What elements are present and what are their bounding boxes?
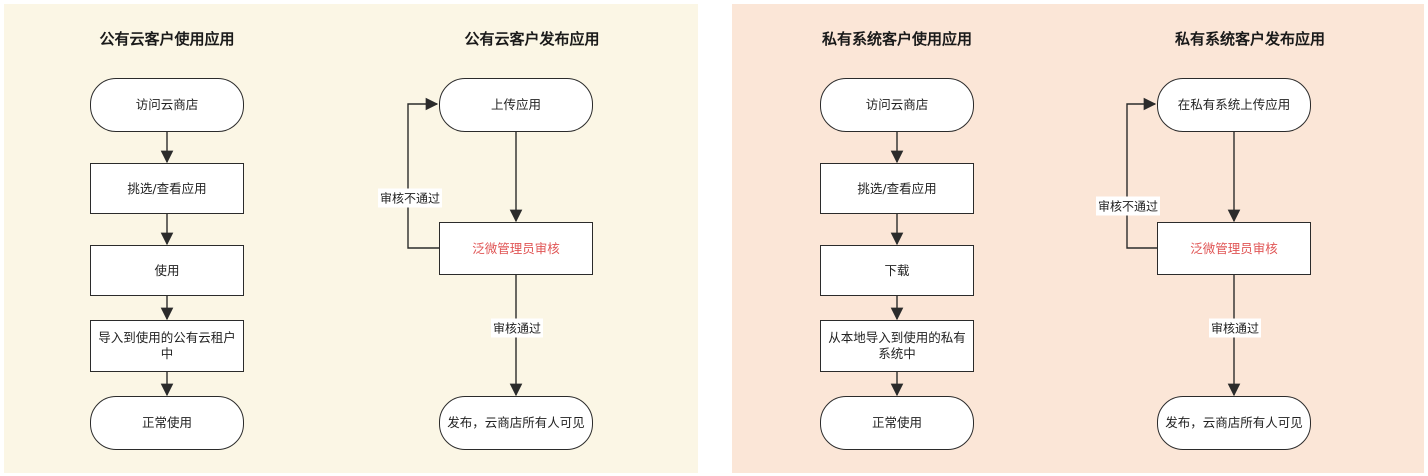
priv-publish-upload: 在私有系统上传应用 — [1157, 78, 1311, 132]
pub-use-step-visit-store: 访问云商店 — [90, 78, 244, 132]
priv-use-step-normal-use: 正常使用 — [820, 396, 974, 450]
private-use-title: 私有系统客户使用应用 — [821, 30, 973, 48]
pub-publish-upload: 上传应用 — [439, 78, 593, 132]
priv-publish-release: 发布，云商店所有人可见 — [1157, 396, 1311, 450]
pub-use-step-import: 导入到使用的公有云租户中 — [90, 320, 244, 372]
private-publish-title: 私有系统客户发布应用 — [1174, 30, 1326, 48]
pub-reject-label: 审核不通过 — [377, 188, 443, 208]
pub-publish-review: 泛微管理员审核 — [439, 222, 593, 275]
priv-pass-label: 审核通过 — [1208, 318, 1262, 338]
pub-pass-label: 审核通过 — [490, 318, 544, 338]
priv-publish-review: 泛微管理员审核 — [1157, 222, 1311, 275]
public-use-title: 公有云客户使用应用 — [99, 30, 235, 48]
pub-use-step-normal-use: 正常使用 — [90, 396, 244, 450]
pub-publish-release: 发布，云商店所有人可见 — [439, 396, 593, 450]
pub-use-step-browse: 挑选/查看应用 — [90, 163, 244, 214]
priv-use-step-download: 下载 — [820, 245, 974, 296]
priv-use-step-visit-store: 访问云商店 — [820, 78, 974, 132]
priv-use-step-browse: 挑选/查看应用 — [820, 163, 974, 214]
priv-use-step-import: 从本地导入到使用的私有系统中 — [820, 320, 974, 372]
public-publish-title: 公有云客户发布应用 — [464, 30, 600, 48]
priv-reject-label: 审核不通过 — [1095, 196, 1161, 216]
pub-use-step-use: 使用 — [90, 245, 244, 296]
